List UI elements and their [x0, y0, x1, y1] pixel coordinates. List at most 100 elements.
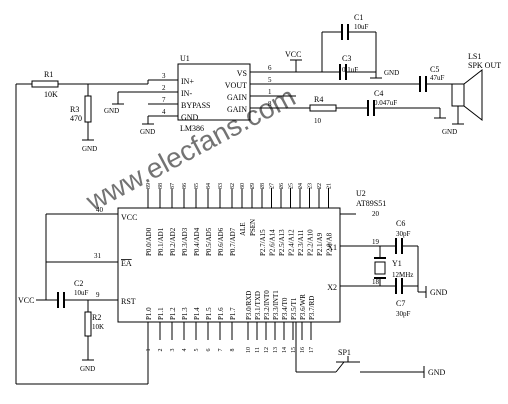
- u1-pin6-num: 6: [268, 64, 272, 72]
- u2-pin9-num: 9: [96, 291, 100, 299]
- pin-num-p2-3: 25: [289, 183, 295, 189]
- pin-name-p3-0: P3.0/RXD: [245, 291, 253, 320]
- u1-pin-gain1: GAIN: [227, 93, 247, 102]
- pin-name-p1-4: P1.4: [193, 307, 201, 320]
- c5-value: 47uF: [430, 74, 445, 82]
- c3-value: 0.1uF: [342, 66, 358, 74]
- pin-num-p2-2: 26: [279, 183, 285, 189]
- r2-gnd-label: GND: [80, 365, 95, 373]
- u2-pin20-num: 20: [372, 210, 380, 218]
- pin-num-p0-7: 32: [230, 183, 236, 189]
- u2-pin19-num: 19: [372, 238, 380, 246]
- port3-pins: 10P3.0/RXD11P3.1/TXD12P3.2/INT013P3.3/IN…: [245, 290, 316, 353]
- c7-value: 30pF: [396, 310, 411, 318]
- c6-value: 30pF: [396, 230, 411, 238]
- pin-name-p1-0: P1.0: [145, 307, 153, 320]
- u1-pin-vs: VS: [237, 69, 247, 78]
- mcu-section: U2 AT89S51 40 VCC 31 EA 9 RST VCC C2 10u…: [15, 84, 448, 385]
- pin-num-p0-2: 37: [170, 183, 176, 189]
- u1-pin4-gnd-label: GND: [140, 128, 155, 136]
- u1-pin-vout: VOUT: [225, 81, 247, 90]
- c3-ref: C3: [342, 54, 351, 63]
- u1-pin-in-plus: IN+: [181, 77, 194, 86]
- pin-name-p1-7: P1.7: [229, 307, 237, 320]
- pin-name-p2-3: P2.4/A12: [288, 229, 296, 256]
- u2-body: [117, 207, 341, 323]
- pin-name-p1-6: P1.6: [217, 307, 225, 320]
- r2-body: [84, 311, 92, 337]
- pin-num-ctrl-0: 30: [240, 183, 246, 189]
- pin-num-p3-0: 10: [246, 347, 252, 353]
- u2-pin31-num: 31: [94, 252, 102, 260]
- pin-num-p3-4: 14: [282, 347, 288, 353]
- u2-ea: EA: [121, 259, 132, 268]
- pin-num-ctrl-1: 29: [250, 183, 256, 189]
- pin-name-p2-4: P2.3/A11: [297, 229, 305, 256]
- pin-num-p0-5: 34: [206, 183, 212, 189]
- pin-num-p0-0: 39: [146, 183, 152, 189]
- c4-value: 0.047uF: [374, 99, 397, 107]
- u1-pin-gain8: GAIN: [227, 105, 247, 114]
- r4-value: 10: [314, 117, 322, 125]
- pin-name-p0-2: P0.2/AD2: [169, 227, 177, 256]
- u1-part: LM386: [180, 124, 204, 133]
- ls1-desc: SPK OUT: [468, 61, 501, 70]
- r4-body: [309, 104, 337, 112]
- xtal-gnd-label: GND: [430, 288, 448, 297]
- r4-ref: R4: [314, 95, 323, 104]
- pin-name-p2-0: P2.7/A15: [259, 229, 267, 256]
- pin-name-p0-5: P0.5/AD5: [205, 227, 213, 256]
- pin-name-p3-3: P3.3/INT1: [272, 290, 280, 320]
- u1-pin1-num: 1: [268, 88, 272, 96]
- u1-pin4-num: 4: [162, 108, 166, 116]
- u1-pin5-num: 5: [268, 76, 272, 84]
- pin-num-p1-3: 4: [182, 349, 188, 352]
- r3-ref: R3: [70, 105, 79, 114]
- u2-vcc: VCC: [121, 213, 137, 222]
- pin-num-p0-1: 38: [158, 183, 164, 189]
- pin-num-p1-6: 7: [218, 349, 224, 352]
- r3-value: 470: [70, 114, 82, 123]
- pin-num-p0-6: 33: [218, 183, 224, 189]
- u1-pin2-num: 2: [162, 84, 166, 92]
- pin-num-p2-4: 24: [298, 183, 304, 189]
- u1-pin7-num: 7: [162, 96, 166, 104]
- u2-part: AT89S51: [356, 199, 386, 208]
- u2-x1: X1: [327, 243, 337, 252]
- u1-pin-gnd: GND: [181, 113, 199, 122]
- u1-body: [177, 63, 251, 121]
- pin-name-p3-1: P3.1/TXD: [254, 291, 262, 320]
- pin-name-p2-1: P2.6/A14: [269, 229, 277, 256]
- pin-name-ctrl-0: ALE: [239, 222, 247, 236]
- pin-num-p1-1: 2: [158, 349, 164, 352]
- u1-pin8-num: 8: [268, 100, 272, 108]
- pin-name-p0-1: P0.1/AD1: [157, 227, 165, 256]
- u2-ref: U2: [356, 189, 366, 198]
- pin-num-p3-6: 16: [300, 347, 306, 353]
- pin-num-p3-7: 17: [309, 347, 315, 353]
- pin-num-p0-3: 36: [182, 183, 188, 189]
- pin-num-p2-0: 28: [260, 183, 266, 189]
- r1-body: [31, 80, 59, 88]
- c3-gnd-label: GND: [384, 69, 399, 77]
- y1-value: 12MHz: [392, 271, 413, 279]
- pin-name-p1-1: P1.1: [157, 307, 165, 320]
- r3-body: [84, 95, 92, 123]
- u2-pin18-num: 18: [372, 278, 380, 286]
- pin-num-p3-3: 13: [273, 347, 279, 353]
- pin-num-p3-5: 15: [291, 347, 297, 353]
- c7-ref: C7: [396, 299, 405, 308]
- pin-num-p0-4: 35: [194, 183, 200, 189]
- c5-ref: C5: [430, 65, 439, 74]
- c4-ref: C4: [374, 89, 383, 98]
- speaker-gnd-label: GND: [442, 128, 457, 136]
- pin-name-p2-2: P2.5/A13: [278, 229, 286, 256]
- c1-value: 10uF: [354, 23, 369, 31]
- sp1-ref: SP1: [338, 348, 351, 357]
- u1-pin3-num: 3: [162, 72, 166, 80]
- pin-name-p0-7: P0.7/AD7: [229, 227, 237, 256]
- pin-name-p3-7: P3.7/RD: [308, 296, 316, 320]
- pin-num-p2-5: 23: [308, 183, 314, 189]
